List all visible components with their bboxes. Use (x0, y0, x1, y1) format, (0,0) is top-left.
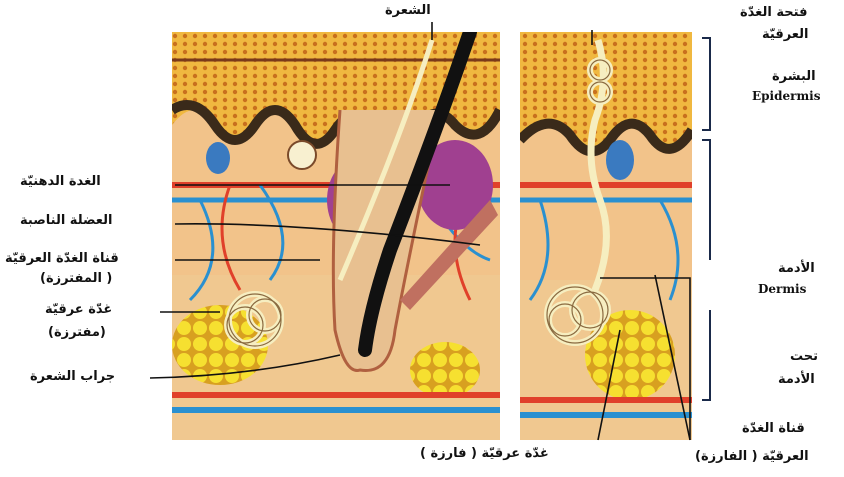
label-epidermis-en: Epidermis (752, 90, 820, 103)
label-dermis-en: Dermis (758, 283, 806, 296)
label-eccrine-duct: قناة الغدّة (742, 422, 805, 436)
label-hypodermis-2: الأدمة (778, 373, 815, 387)
label-dermis-ar: الأدمة (778, 262, 815, 276)
label-apocrine-gland-type: (مفترزة) (48, 326, 106, 340)
label-sweat-pore-2: العرقيّة (762, 28, 808, 42)
layer-brackets (702, 38, 710, 400)
right-skin-block (520, 32, 692, 440)
label-apocrine-duct: قناة الغدّة العرقيّة (5, 252, 119, 266)
label-apocrine-duct-type: ( المفترزة) (40, 272, 112, 286)
label-eccrine-duct-type: العرقيّة ( الفارزة) (695, 450, 809, 464)
label-eccrine-gland: غدّة عرقيّة ( فارزة ) (420, 447, 549, 461)
label-arrector-muscle: العضلة الناصبة (20, 214, 112, 228)
label-hair-follicle: جراب الشعرة (30, 370, 115, 384)
label-epidermis-ar: البشرة (772, 70, 816, 84)
left-skin-block (172, 32, 500, 440)
label-hypodermis: تحت (790, 350, 818, 364)
label-apocrine-gland: غدّة عرقيّة (45, 303, 112, 317)
label-sweat-pore: فتحة الغدّة (740, 6, 807, 20)
label-sebaceous-gland: الغدة الدهنيّة (20, 175, 101, 189)
label-hair: الشعرة (385, 4, 431, 18)
